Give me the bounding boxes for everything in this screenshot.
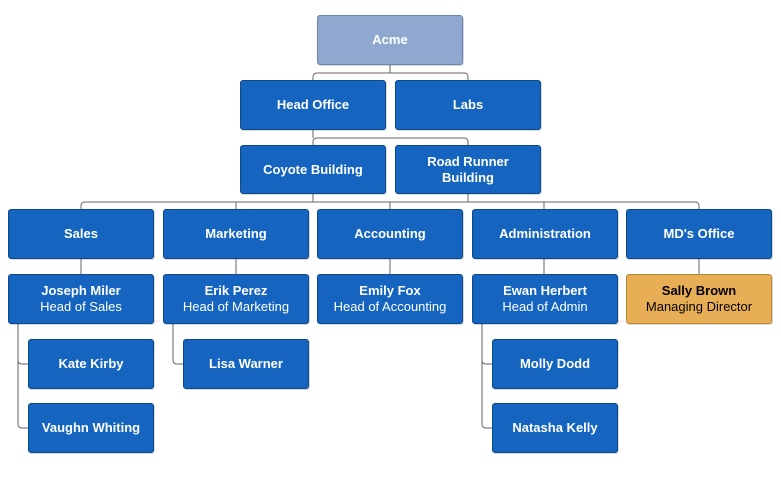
node-kate-kirby-label: Kate Kirby bbox=[58, 356, 124, 371]
node-emily-fox[interactable]: Emily Fox Head of Accounting bbox=[317, 274, 463, 324]
node-road-runner-building-label: Road Runner Building bbox=[427, 153, 509, 185]
node-marketing-label: Marketing bbox=[205, 226, 267, 241]
node-natasha-kelly[interactable]: Natasha Kelly bbox=[492, 403, 618, 453]
node-sales-label: Sales bbox=[64, 226, 98, 241]
node-administration-label: Administration bbox=[499, 226, 591, 241]
node-natasha-kelly-label: Natasha Kelly bbox=[512, 420, 598, 435]
node-kate-kirby[interactable]: Kate Kirby bbox=[28, 339, 154, 389]
node-ewan-herbert-role: Head of Admin bbox=[502, 299, 588, 314]
node-sally-brown-name: Sally Brown bbox=[661, 283, 737, 298]
node-vaughn-whiting-label: Vaughn Whiting bbox=[41, 420, 141, 435]
node-vaughn-whiting[interactable]: Vaughn Whiting bbox=[28, 403, 154, 453]
node-administration[interactable]: Administration bbox=[472, 209, 618, 259]
node-mds-office-label: MD's Office bbox=[663, 226, 735, 241]
node-accounting[interactable]: Accounting bbox=[317, 209, 463, 259]
node-emily-fox-role: Head of Accounting bbox=[333, 299, 447, 314]
node-molly-dodd-label: Molly Dodd bbox=[519, 356, 591, 371]
node-joseph-miler-role: Head of Sales bbox=[40, 299, 122, 314]
node-head-office-label: Head Office bbox=[276, 97, 350, 112]
node-coyote-building-label: Coyote Building bbox=[263, 161, 363, 177]
node-lisa-warner[interactable]: Lisa Warner bbox=[183, 339, 309, 389]
node-acme-label: Acme bbox=[372, 32, 408, 47]
node-ewan-herbert[interactable]: Ewan Herbert Head of Admin bbox=[472, 274, 618, 324]
node-joseph-miler-name: Joseph Miler bbox=[41, 283, 121, 298]
node-erik-perez-role: Head of Marketing bbox=[182, 299, 290, 314]
node-marketing[interactable]: Marketing bbox=[163, 209, 309, 259]
node-labs-label: Labs bbox=[452, 97, 484, 112]
node-ewan-herbert-name: Ewan Herbert bbox=[503, 283, 587, 298]
node-labs[interactable]: Labs bbox=[395, 80, 541, 130]
node-head-office[interactable]: Head Office bbox=[240, 80, 386, 130]
node-joseph-miler[interactable]: Joseph Miler Head of Sales bbox=[8, 274, 154, 324]
node-erik-perez[interactable]: Erik Perez Head of Marketing bbox=[163, 274, 309, 324]
node-erik-perez-name: Erik Perez bbox=[204, 283, 268, 298]
node-sales[interactable]: Sales bbox=[8, 209, 154, 259]
node-molly-dodd[interactable]: Molly Dodd bbox=[492, 339, 618, 389]
node-emily-fox-name: Emily Fox bbox=[359, 283, 421, 298]
node-sally-brown-role: Managing Director bbox=[645, 299, 753, 314]
node-road-runner-building[interactable]: Road Runner Building bbox=[395, 145, 541, 194]
node-sally-brown[interactable]: Sally Brown Managing Director bbox=[626, 274, 772, 324]
node-accounting-label: Accounting bbox=[354, 226, 426, 241]
node-mds-office[interactable]: MD's Office bbox=[626, 209, 772, 259]
node-acme[interactable]: Acme bbox=[317, 15, 463, 65]
node-coyote-building[interactable]: Coyote Building bbox=[240, 145, 386, 194]
node-lisa-warner-label: Lisa Warner bbox=[209, 356, 283, 371]
